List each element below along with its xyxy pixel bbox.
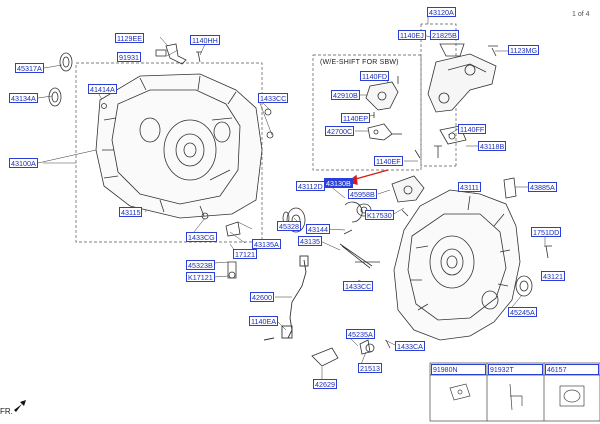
callout-k17530[interactable]: K17530 bbox=[365, 210, 394, 220]
callout-1433ca[interactable]: 1433CA bbox=[395, 341, 425, 351]
callout-1433cg[interactable]: 1433CG bbox=[186, 232, 217, 242]
callout-41414a[interactable]: 41414A bbox=[88, 84, 117, 94]
highlight-arrow bbox=[346, 169, 389, 185]
sbw-parts bbox=[365, 76, 402, 141]
callout-43115[interactable]: 43115 bbox=[119, 207, 143, 217]
callout-1140ef[interactable]: 1140EF bbox=[374, 156, 403, 166]
fr-arrow-icon bbox=[14, 400, 26, 412]
callout-45958b[interactable]: 45958B bbox=[348, 189, 377, 199]
callout-45323b[interactable]: 45323B bbox=[186, 260, 215, 270]
middle-parts bbox=[225, 175, 425, 279]
callout-42629[interactable]: 42629 bbox=[313, 379, 337, 389]
callout-45235a[interactable]: 45235A bbox=[346, 329, 375, 339]
front-direction-label: FR. bbox=[0, 407, 13, 416]
sensor-harness bbox=[263, 255, 309, 341]
callout-91931[interactable]: 91931 bbox=[117, 52, 141, 62]
callout-43111[interactable]: 43111 bbox=[458, 182, 481, 192]
callout-1433cc-lower[interactable]: 1433CC bbox=[343, 281, 374, 291]
callout-k17121[interactable]: K17121 bbox=[186, 272, 215, 282]
callout-21825b[interactable]: 21825B bbox=[430, 30, 459, 40]
left-seals bbox=[48, 52, 107, 109]
sbw-group-title: (W/E-SHIFT FOR SBW) bbox=[320, 59, 399, 66]
callout-1140ep[interactable]: 1140EP bbox=[341, 113, 371, 123]
callout-43118b[interactable]: 43118B bbox=[478, 141, 507, 151]
callout-42910b[interactable]: 42910B bbox=[331, 90, 360, 100]
callout-1140hh[interactable]: 1140HH bbox=[190, 35, 220, 45]
top-bracket bbox=[155, 43, 202, 65]
legend-header-46157[interactable]: 46157 bbox=[545, 364, 599, 375]
right-housing bbox=[393, 177, 552, 341]
callout-1123mg[interactable]: 1123MG bbox=[508, 45, 540, 55]
callout-43120a[interactable]: 43120A bbox=[427, 7, 456, 17]
callout-1433cc-upper[interactable]: 1433CC bbox=[258, 93, 289, 103]
callout-43144[interactable]: 43144 bbox=[306, 224, 330, 234]
callout-1140ej[interactable]: 1140EJ bbox=[398, 30, 426, 40]
callout-1140ea[interactable]: 1140EA bbox=[249, 316, 279, 326]
legend-table bbox=[429, 362, 600, 422]
right-seal bbox=[515, 275, 533, 297]
callout-45317a[interactable]: 45317A bbox=[15, 63, 44, 73]
callout-43130b-highlighted[interactable]: 43130B bbox=[324, 178, 353, 188]
callout-1129ee[interactable]: 1129EE bbox=[115, 33, 145, 43]
callout-43100a[interactable]: 43100A bbox=[9, 158, 38, 168]
callout-1140fd[interactable]: 1140FD bbox=[360, 71, 390, 81]
callout-43885a[interactable]: 43885A bbox=[528, 182, 557, 192]
callout-17121[interactable]: 17121 bbox=[233, 249, 257, 259]
lower-parts bbox=[311, 339, 391, 367]
callout-43135a[interactable]: 43135A bbox=[252, 239, 281, 249]
callout-1140ff[interactable]: 1140FF bbox=[458, 124, 487, 134]
callout-21513[interactable]: 21513 bbox=[358, 363, 382, 373]
left-housing bbox=[95, 73, 274, 220]
callout-43135[interactable]: 43135 bbox=[298, 236, 322, 246]
legend-header-91932t[interactable]: 91932T bbox=[488, 364, 543, 375]
page-indicator: 1 of 4 bbox=[572, 11, 590, 18]
mount-bracket bbox=[414, 43, 498, 159]
callout-45328[interactable]: 45328 bbox=[277, 221, 301, 231]
callout-43112d[interactable]: 43112D bbox=[296, 181, 325, 191]
callout-43121[interactable]: 43121 bbox=[541, 271, 565, 281]
callout-42600[interactable]: 42600 bbox=[250, 292, 274, 302]
callout-43134a[interactable]: 43134A bbox=[9, 93, 38, 103]
callout-45245a[interactable]: 45245A bbox=[508, 307, 537, 317]
legend-header-91980n[interactable]: 91980N bbox=[431, 364, 486, 375]
callout-42700c[interactable]: 42700C bbox=[325, 126, 355, 136]
callout-1751dd[interactable]: 1751DD bbox=[531, 227, 562, 237]
